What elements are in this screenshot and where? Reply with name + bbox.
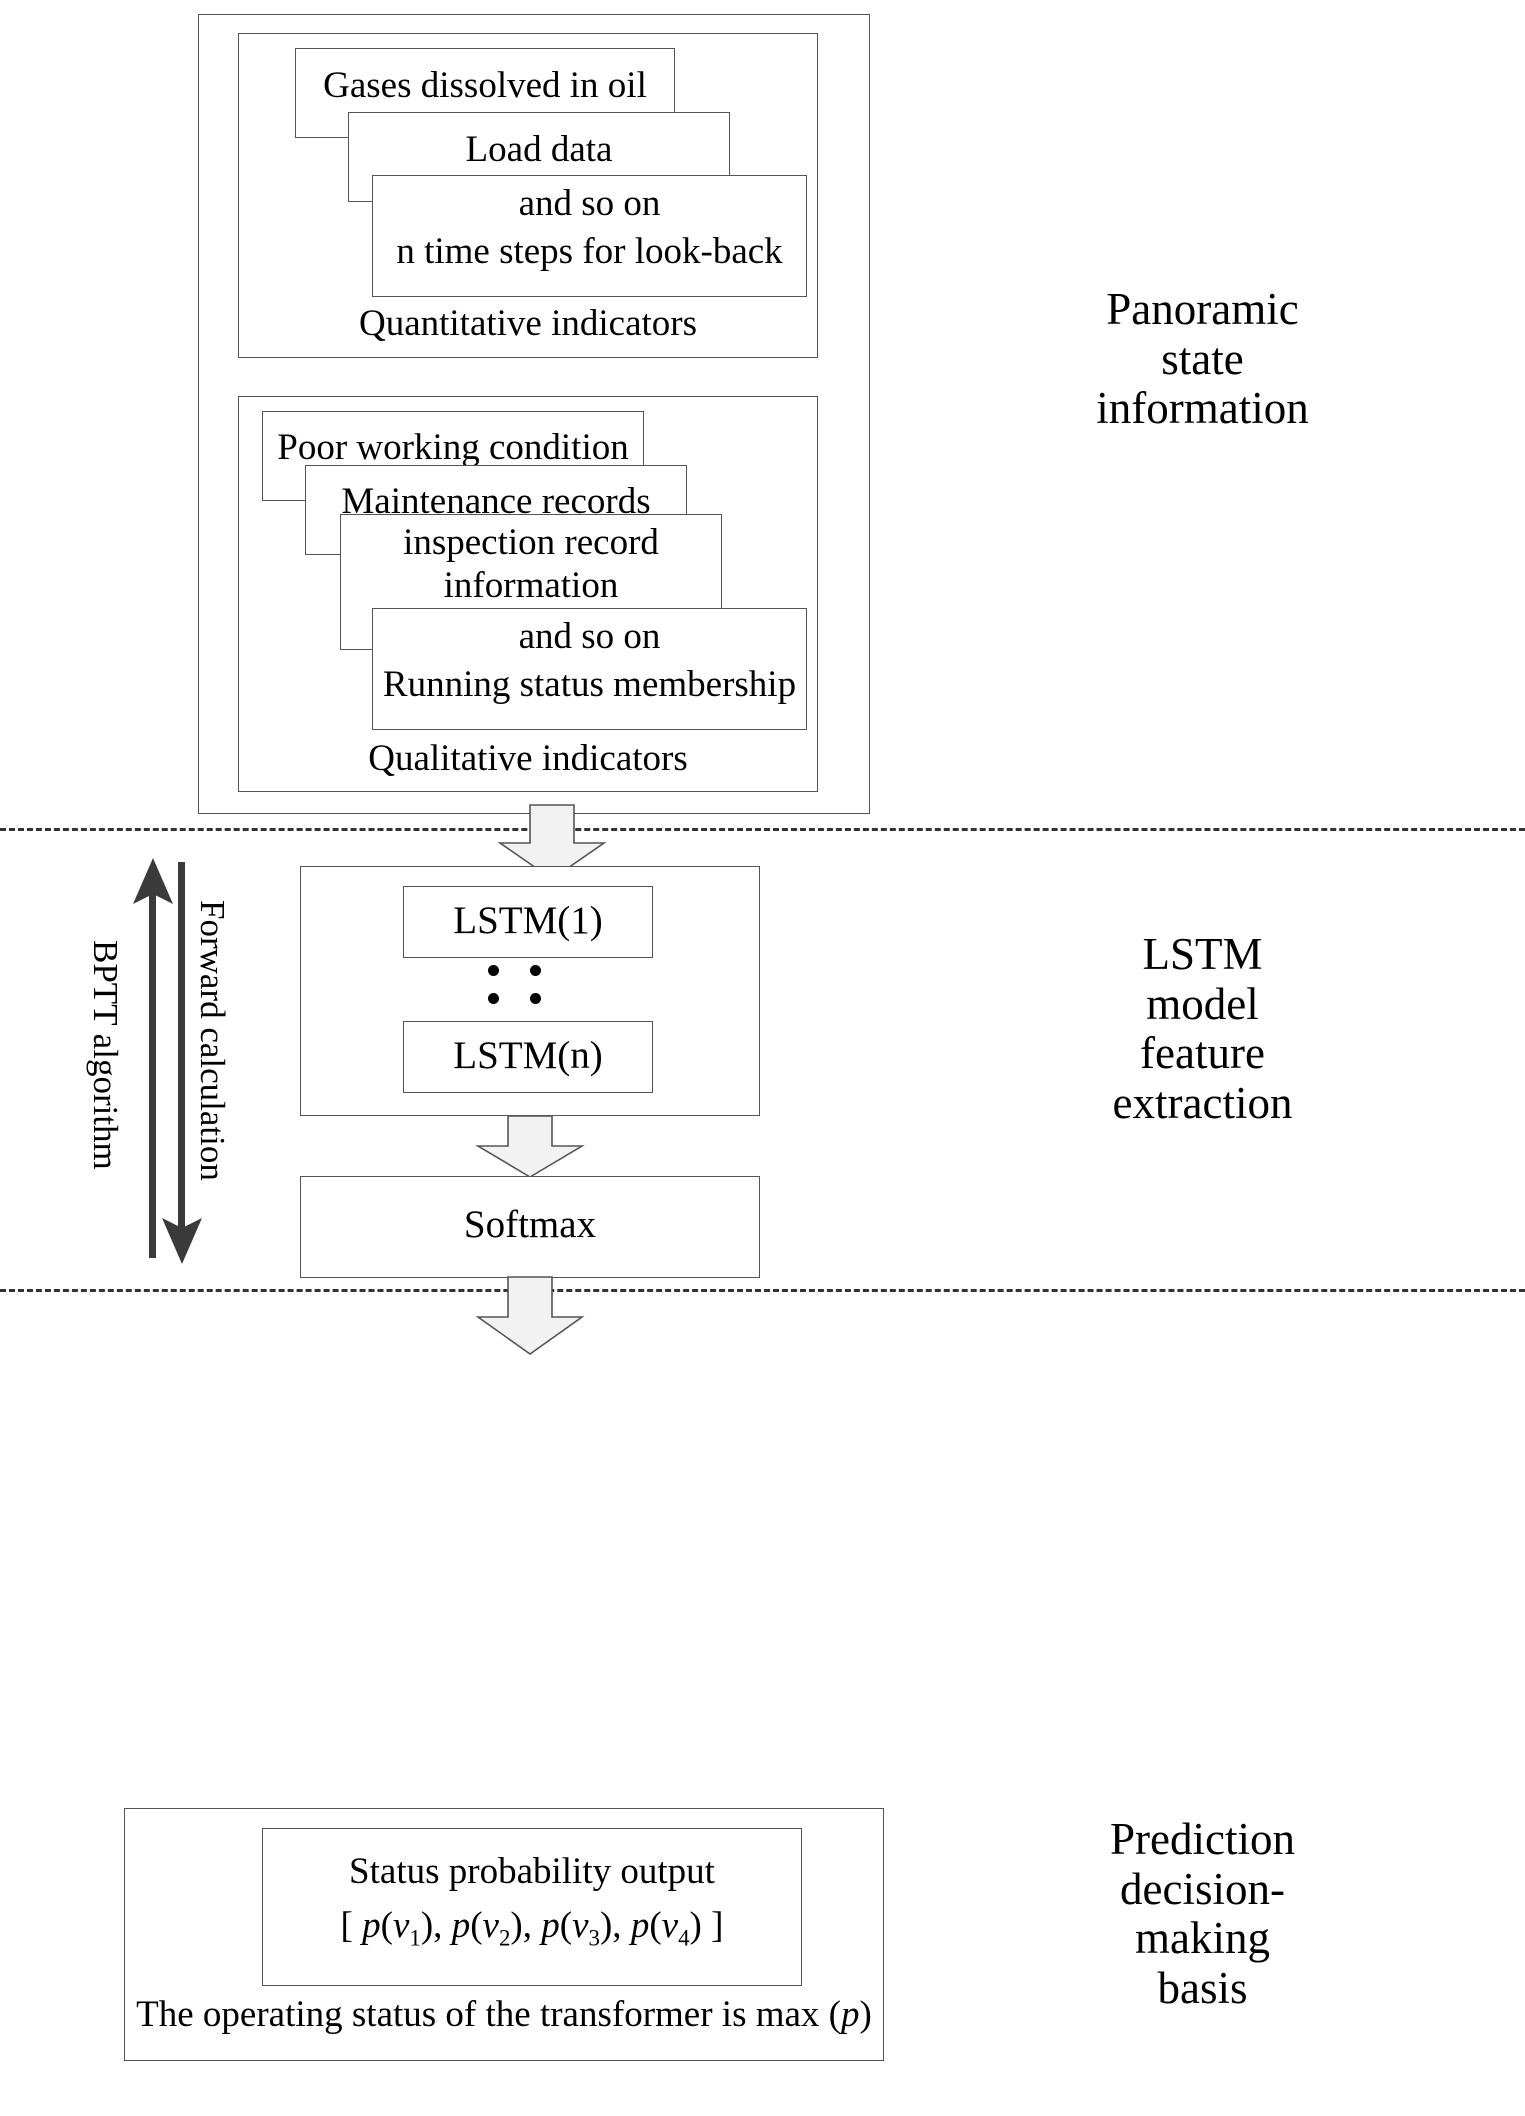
status-probability-vector: [ p(v1), p(v2), p(v3), p(v4) ] xyxy=(340,1905,724,1951)
prediction-conclusion-post: ) xyxy=(859,1994,872,2035)
qualitative-indicators-caption: Qualitative indicators xyxy=(368,738,688,779)
vector-term-2: p xyxy=(451,1905,471,1946)
qualitative-card-4: and so on Running status membership xyxy=(372,608,807,730)
flow-arrow-1 xyxy=(497,804,607,880)
prediction-right-label-line-4: basis xyxy=(1157,1962,1248,2013)
divider-lstm-prediction xyxy=(0,1289,1525,1292)
forward-arrow-head-down xyxy=(162,1218,202,1264)
bptt-algorithm-label: BPTT algorithm xyxy=(86,940,125,1170)
forward-calculation-label: Forward calculation xyxy=(193,900,232,1181)
quantitative-card-2-line-1: Load data xyxy=(465,129,613,170)
divider-panoramic-lstm xyxy=(0,828,1525,831)
softmax-box: Softmax xyxy=(300,1176,760,1278)
vector-bracket-open: [ xyxy=(340,1905,363,1946)
vector-var-2: v xyxy=(482,1905,499,1946)
vector-term-4: p xyxy=(630,1905,650,1946)
lstm-ellipsis xyxy=(488,965,568,1032)
softmax-label: Softmax xyxy=(463,1203,597,1246)
panoramic-right-label: Panoramic state information xyxy=(890,284,1515,434)
prediction-right-label-line-1: Prediction xyxy=(1110,1814,1295,1864)
bptt-arrow-shaft xyxy=(149,880,156,1258)
prediction-right-label: Prediction decision- making basis xyxy=(890,1814,1515,2013)
bptt-arrow-head-up xyxy=(133,858,173,904)
prediction-conclusion-pre: The operating status of the transformer … xyxy=(136,1994,841,2035)
quantitative-card-1-line-1: Gases dissolved in oil xyxy=(323,65,647,106)
vector-var-3: v xyxy=(572,1905,589,1946)
quantitative-card-3-line-2: n time steps for look-back xyxy=(396,231,783,272)
status-probability-title: Status probability output xyxy=(349,1851,715,1892)
qualitative-card-4-line-1: and so on xyxy=(518,616,661,657)
lstm-cell-n-label: LSTM(n) xyxy=(453,1034,603,1077)
lstm-right-label-line-1: LSTM xyxy=(1142,929,1263,979)
flow-arrow-2 xyxy=(475,1115,585,1178)
panoramic-right-label-line-2: state xyxy=(1161,333,1244,384)
qualitative-card-3-line-1: inspection record xyxy=(403,522,659,563)
prediction-conclusion: The operating status of the transformer … xyxy=(124,1994,884,2035)
lstm-right-label: LSTM model feature extraction xyxy=(890,929,1515,1128)
lstm-right-label-line-3: feature xyxy=(1140,1028,1265,1078)
lstm-cell-1: LSTM(1) xyxy=(403,886,653,958)
forward-arrow-shaft xyxy=(178,862,185,1242)
quantitative-card-3: and so on n time steps for look-back xyxy=(372,175,807,297)
status-probability-box: Status probability output [ p(v1), p(v2)… xyxy=(262,1828,802,1986)
quantitative-indicators-caption: Quantitative indicators xyxy=(358,303,698,344)
vector-term-3: p xyxy=(541,1905,560,1946)
panoramic-right-label-line-1: Panoramic xyxy=(1106,284,1299,334)
vector-bracket-close: ] xyxy=(701,1905,724,1946)
vector-var-4: v xyxy=(661,1905,679,1946)
prediction-right-label-line-2: decision- xyxy=(1120,1863,1285,1914)
panoramic-right-label-line-3: information xyxy=(1096,383,1309,433)
lstm-right-label-line-2: model xyxy=(1146,978,1259,1029)
qualitative-card-4-line-2: Running status membership xyxy=(382,664,797,705)
lstm-cell-n: LSTM(n) xyxy=(403,1021,653,1093)
qualitative-card-3-line-2: information xyxy=(443,565,619,606)
prediction-right-label-line-3: making xyxy=(1135,1913,1270,1963)
lstm-right-label-line-4: extraction xyxy=(1112,1077,1293,1128)
quantitative-card-3-line-1: and so on xyxy=(518,183,661,224)
vector-var-1: v xyxy=(392,1905,410,1946)
qualitative-card-1-line-1: Poor working condition xyxy=(277,427,629,468)
lstm-cell-1-label: LSTM(1) xyxy=(453,899,603,942)
flow-arrow-3 xyxy=(475,1276,585,1355)
vector-term-1: p xyxy=(362,1905,381,1946)
prediction-conclusion-var: p xyxy=(841,1994,860,2035)
